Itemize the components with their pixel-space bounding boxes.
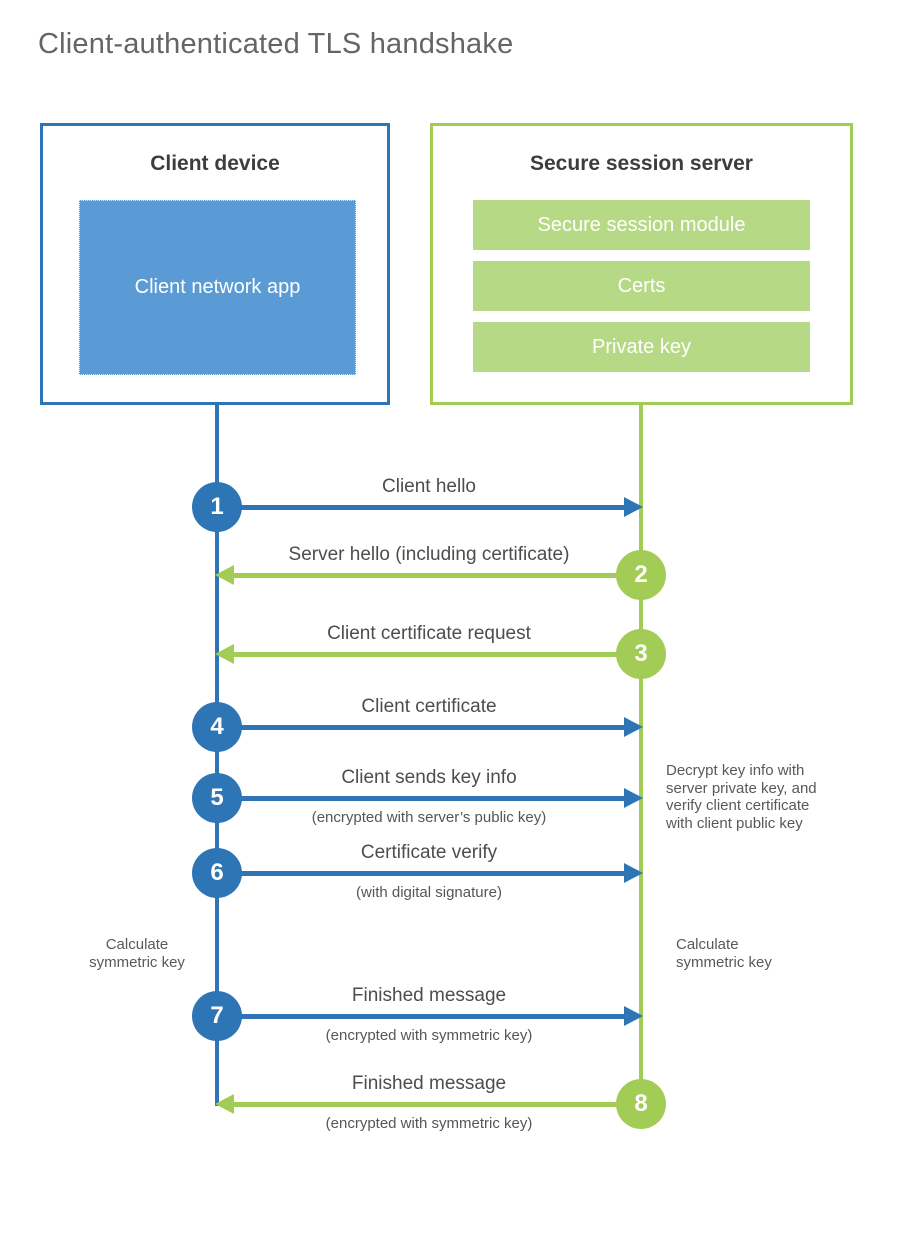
arrow-line [217, 871, 626, 876]
arrow-line [217, 796, 626, 801]
arrow-line [217, 1014, 626, 1019]
server-module-private-key: Private key [473, 322, 810, 372]
calculate-symmetric-key-client: Calculate symmetric key [89, 936, 185, 971]
secure-session-server-title: Secure session server [530, 152, 753, 175]
step-number: 2 [634, 561, 648, 588]
client-network-app-label: Client network app [134, 276, 301, 298]
message-label: Finished message [351, 985, 507, 1006]
client-network-app-box: Client network app [79, 200, 356, 375]
step-circle-5: 5 [192, 773, 242, 823]
step-number: 3 [634, 640, 648, 667]
message-label: Server hello (including certificate) [288, 544, 570, 565]
decrypt-key-note: Decrypt key info with server private key… [666, 762, 817, 832]
calculate-symmetric-key-server: Calculate symmetric key [676, 936, 772, 971]
message-label: Client hello [382, 476, 476, 497]
arrow-left-icon [215, 1094, 234, 1114]
client-device-box: Client device Client network app [40, 123, 390, 405]
message-label: Certificate verify [360, 842, 498, 863]
arrow-line [232, 1102, 641, 1107]
step-circle-4: 4 [192, 702, 242, 752]
step-circle-3: 3 [616, 629, 666, 679]
step-number: 6 [210, 859, 224, 886]
step-number: 8 [634, 1090, 648, 1117]
message-sublabel: (with digital signature) [356, 884, 502, 901]
step-circle-8: 8 [616, 1079, 666, 1129]
secure-session-server-box: Secure session server Secure session mod… [430, 123, 853, 405]
page-title: Client-authenticated TLS handshake [38, 28, 514, 60]
step-number: 1 [210, 493, 224, 520]
message-sublabel: (encrypted with symmetric key) [325, 1115, 533, 1132]
server-module-secure-session: Secure session module [473, 200, 810, 250]
step-number: 7 [210, 1002, 224, 1029]
server-lifeline [639, 405, 643, 1129]
step-circle-2: 2 [616, 550, 666, 600]
arrow-right-icon [624, 1006, 643, 1026]
server-module-certs: Certs [473, 261, 810, 311]
step-number: 4 [210, 713, 224, 740]
arrow-left-icon [215, 565, 234, 585]
arrow-line [232, 652, 641, 657]
arrow-left-icon [215, 644, 234, 664]
step-number: 5 [210, 784, 224, 811]
arrow-line [232, 573, 641, 578]
arrow-right-icon [624, 863, 643, 883]
step-circle-6: 6 [192, 848, 242, 898]
step-circle-1: 1 [192, 482, 242, 532]
arrow-right-icon [624, 717, 643, 737]
message-sublabel: (encrypted with symmetric key) [325, 1027, 533, 1044]
client-lifeline [215, 405, 219, 1106]
message-sublabel: (encrypted with server’s public key) [311, 809, 547, 826]
message-label: Client certificate request [327, 623, 531, 644]
arrow-line [217, 505, 626, 510]
arrow-right-icon [624, 788, 643, 808]
message-label: Client sends key info [341, 767, 517, 788]
step-circle-7: 7 [192, 991, 242, 1041]
message-label: Finished message [351, 1073, 507, 1094]
arrow-right-icon [624, 497, 643, 517]
message-label: Client certificate [361, 696, 497, 717]
client-device-title: Client device [150, 152, 280, 175]
arrow-line [217, 725, 626, 730]
